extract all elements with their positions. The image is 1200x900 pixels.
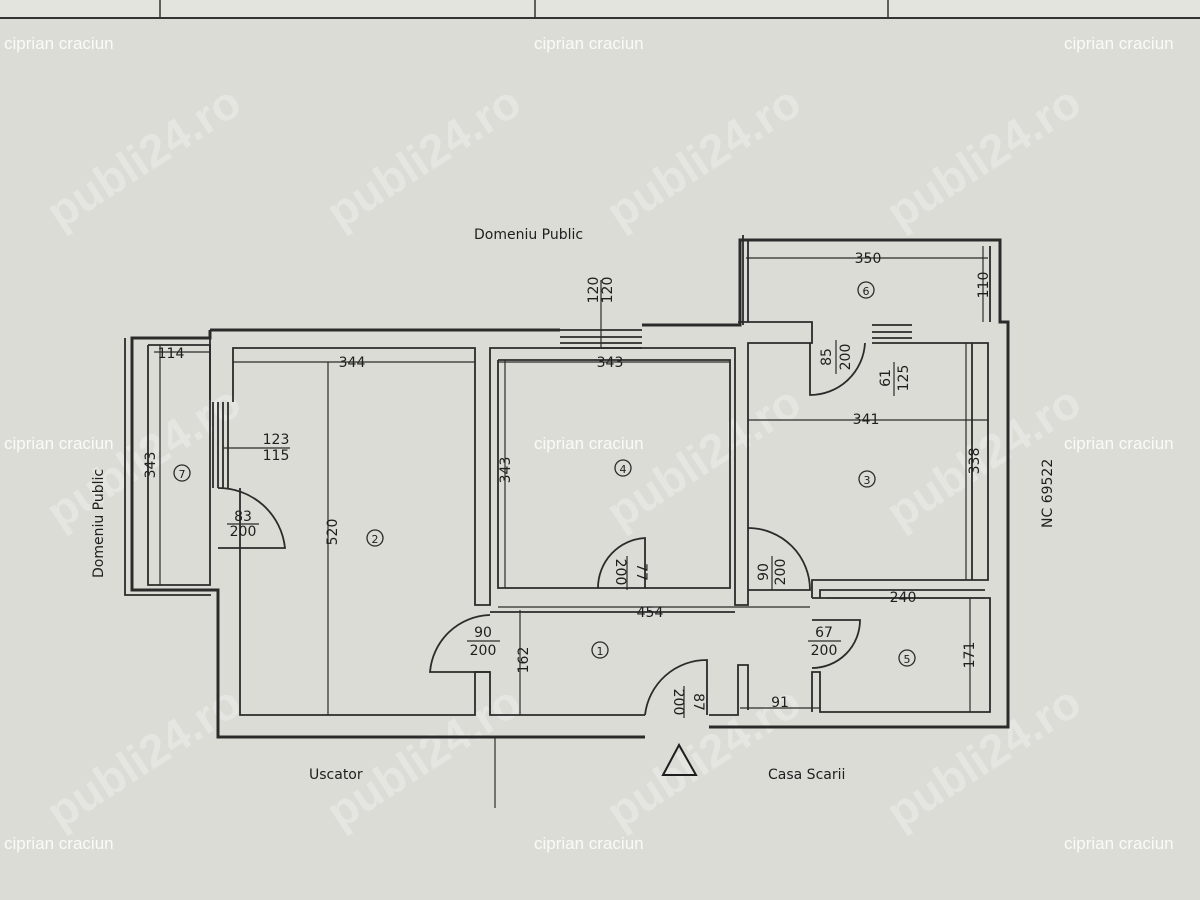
dim-114: 114 bbox=[158, 346, 185, 362]
svg-text:publi24.ro: publi24.ro bbox=[317, 675, 530, 838]
window-125: 125 bbox=[896, 365, 912, 392]
dim-344: 344 bbox=[339, 355, 366, 371]
svg-text:publi24.ro: publi24.ro bbox=[877, 675, 1090, 838]
svg-text:1: 1 bbox=[597, 645, 604, 658]
dim-91: 91 bbox=[771, 695, 789, 711]
svg-text:7: 7 bbox=[179, 468, 186, 481]
door-83: 83 bbox=[234, 509, 252, 525]
label-bottom-right: Casa Scarii bbox=[768, 767, 845, 783]
dimension-lines bbox=[154, 246, 988, 808]
svg-text:ciprian craciun: ciprian craciun bbox=[4, 434, 114, 453]
window-top-a: 120 bbox=[586, 277, 602, 304]
dim-240: 240 bbox=[890, 590, 917, 606]
door-200f: 200 bbox=[670, 689, 686, 716]
svg-text:3: 3 bbox=[864, 474, 871, 487]
room-1: 1 bbox=[591, 641, 609, 659]
room-3: 3 bbox=[858, 470, 876, 488]
opening-labels: 120 120 123 115 83 200 77 200 90 200 90 … bbox=[227, 277, 912, 718]
door-77: 77 bbox=[633, 563, 649, 581]
dim-520: 520 bbox=[325, 519, 341, 546]
door-200e: 200 bbox=[811, 643, 838, 659]
dim-171: 171 bbox=[962, 642, 978, 669]
label-top: Domeniu Public bbox=[474, 227, 583, 243]
door-67: 67 bbox=[815, 625, 833, 641]
door-90b: 90 bbox=[756, 563, 772, 581]
door-90a: 90 bbox=[474, 625, 492, 641]
window-room7 bbox=[212, 402, 229, 488]
svg-text:ciprian craciun: ciprian craciun bbox=[4, 34, 114, 53]
label-left: Domeniu Public bbox=[91, 469, 107, 578]
dim-162: 162 bbox=[516, 647, 532, 674]
door-200c: 200 bbox=[470, 643, 497, 659]
svg-text:6: 6 bbox=[863, 285, 870, 298]
door-200g: 200 bbox=[838, 344, 854, 371]
window-room6 bbox=[872, 324, 912, 344]
label-right: NC 69522 bbox=[1040, 459, 1056, 528]
context-labels: Domeniu Public Domeniu Public Uscator Ca… bbox=[91, 227, 1056, 783]
window-115: 115 bbox=[263, 448, 290, 464]
svg-text:ciprian craciun: ciprian craciun bbox=[4, 834, 114, 853]
dim-338: 338 bbox=[967, 448, 983, 475]
door-85: 85 bbox=[819, 348, 835, 366]
dim-343-mid: 343 bbox=[498, 457, 514, 484]
door-200a: 200 bbox=[230, 524, 257, 540]
room-7: 7 bbox=[173, 464, 191, 482]
dim-343-left: 343 bbox=[143, 452, 159, 479]
header-strip bbox=[0, 0, 1200, 18]
window-123: 123 bbox=[263, 432, 290, 448]
svg-text:4: 4 bbox=[620, 463, 627, 476]
window-61: 61 bbox=[878, 369, 894, 387]
label-bottom-left: Uscator bbox=[309, 767, 363, 783]
dimension-labels: 114 344 343 350 110 341 338 343 343 520 … bbox=[143, 251, 992, 711]
svg-text:publi24.ro: publi24.ro bbox=[317, 75, 530, 238]
svg-text:ciprian craciun: ciprian craciun bbox=[534, 434, 644, 453]
room-5: 5 bbox=[898, 649, 916, 667]
dim-343-top: 343 bbox=[597, 355, 624, 371]
door-200b: 200 bbox=[612, 559, 628, 586]
door-swings bbox=[217, 342, 866, 716]
dim-341: 341 bbox=[853, 412, 880, 428]
door-87: 87 bbox=[690, 693, 706, 711]
svg-text:ciprian craciun: ciprian craciun bbox=[1064, 834, 1174, 853]
svg-text:2: 2 bbox=[372, 533, 379, 546]
dim-454: 454 bbox=[637, 605, 664, 621]
svg-text:5: 5 bbox=[904, 653, 911, 666]
svg-text:ciprian craciun: ciprian craciun bbox=[1064, 34, 1174, 53]
door-200d: 200 bbox=[773, 559, 789, 586]
room-6: 6 bbox=[857, 281, 875, 299]
entrance-arrow-icon bbox=[661, 742, 698, 776]
dim-350: 350 bbox=[855, 251, 882, 267]
svg-text:publi24.ro: publi24.ro bbox=[597, 375, 810, 538]
svg-text:publi24.ro: publi24.ro bbox=[877, 75, 1090, 238]
svg-text:ciprian craciun: ciprian craciun bbox=[534, 834, 644, 853]
room-4: 4 bbox=[614, 459, 632, 477]
room-2: 2 bbox=[366, 529, 384, 547]
room-numbers: 1 2 3 4 5 6 7 bbox=[173, 281, 916, 667]
svg-text:publi24.ro: publi24.ro bbox=[37, 75, 250, 238]
svg-text:publi24.ro: publi24.ro bbox=[597, 75, 810, 238]
svg-text:publi24.ro: publi24.ro bbox=[877, 375, 1090, 538]
svg-text:ciprian craciun: ciprian craciun bbox=[534, 34, 644, 53]
svg-text:ciprian craciun: ciprian craciun bbox=[1064, 434, 1174, 453]
site-watermark: publi24.ro publi24.ro publi24.ro publi24… bbox=[37, 75, 1090, 838]
walls bbox=[124, 235, 1010, 739]
window-top-b: 120 bbox=[600, 277, 616, 304]
author-watermark: ciprian craciun ciprian craciun ciprian … bbox=[4, 34, 1174, 853]
dim-110: 110 bbox=[976, 272, 992, 299]
